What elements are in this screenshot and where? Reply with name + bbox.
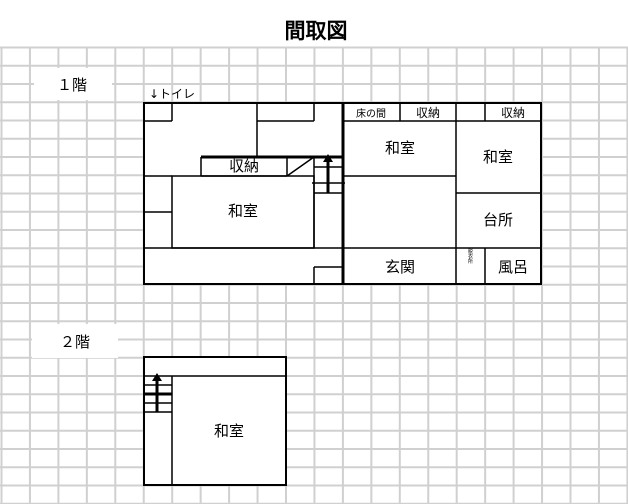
floor1-label: １階	[57, 76, 87, 94]
room-tokonoma: 床の間	[356, 107, 386, 120]
floor1-label-bg	[34, 68, 112, 100]
floor2-label: ２階	[60, 333, 90, 351]
room-bath: 風呂	[498, 258, 528, 276]
floor2-label-bg	[32, 324, 118, 358]
room-entrance: 玄関	[385, 258, 415, 276]
room-kitchen: 台所	[483, 211, 513, 229]
stairs-up-arrow-icon	[152, 373, 162, 381]
room-dressing: 脱衣所	[467, 248, 473, 265]
stairs-up-arrow-icon	[323, 154, 333, 162]
room-storage-left: 収納	[229, 157, 259, 175]
room-washitsu-floor2: 和室	[214, 422, 244, 440]
room-washitsu-left: 和室	[228, 202, 258, 220]
room-storage-top1: 収納	[416, 106, 440, 120]
page-title: 間取図	[285, 19, 348, 43]
room-storage-top2: 収納	[501, 106, 525, 120]
floor1-plan	[143, 102, 542, 285]
room-washitsu-center: 和室	[385, 139, 415, 157]
room-washitsu-right: 和室	[483, 148, 513, 166]
floor2-plan	[143, 356, 287, 486]
toilet-label: ↓トイレ	[149, 87, 195, 101]
